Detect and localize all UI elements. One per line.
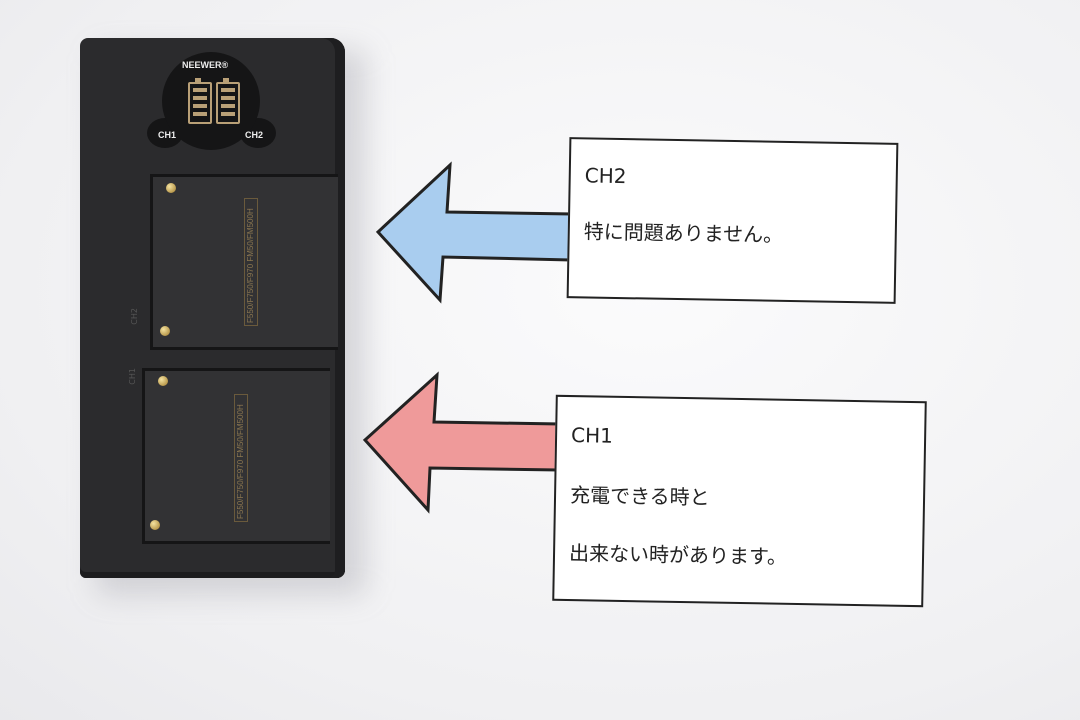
callout-ch1-text-line2: 出来ない時があります。 (568, 541, 788, 569)
blue-arrow (375, 161, 574, 304)
callout-ch1-text-line1: 充電できる時と (569, 483, 710, 510)
callout-ch2-text: 特に問題ありません。 (583, 219, 784, 247)
battery-charger: NEEWER® CH1 CH2 F550/F750/F970 FM50/FM50… (80, 38, 345, 578)
logo-ch2-label: CH2 (245, 130, 264, 140)
callout-ch1-title: CH1 (570, 423, 614, 448)
brand-logo: NEEWER® (182, 60, 229, 70)
contact-pin (158, 376, 168, 386)
contact-pin (160, 326, 170, 336)
logo-ch1-label: CH1 (158, 130, 177, 140)
battery-icon (216, 78, 240, 124)
contact-pin (166, 183, 176, 193)
callout-ch2: CH2 特に問題ありません。 (566, 137, 899, 304)
callout-ch2-title: CH2 (584, 163, 627, 189)
red-arrow (362, 371, 562, 514)
battery-icon (188, 78, 212, 124)
callout-ch1: CH1 充電できる時と 出来ない時があります。 (552, 394, 927, 608)
contact-pin (150, 520, 160, 530)
battery-slot-ch2 (150, 174, 338, 350)
battery-slot-ch1 (142, 368, 330, 544)
